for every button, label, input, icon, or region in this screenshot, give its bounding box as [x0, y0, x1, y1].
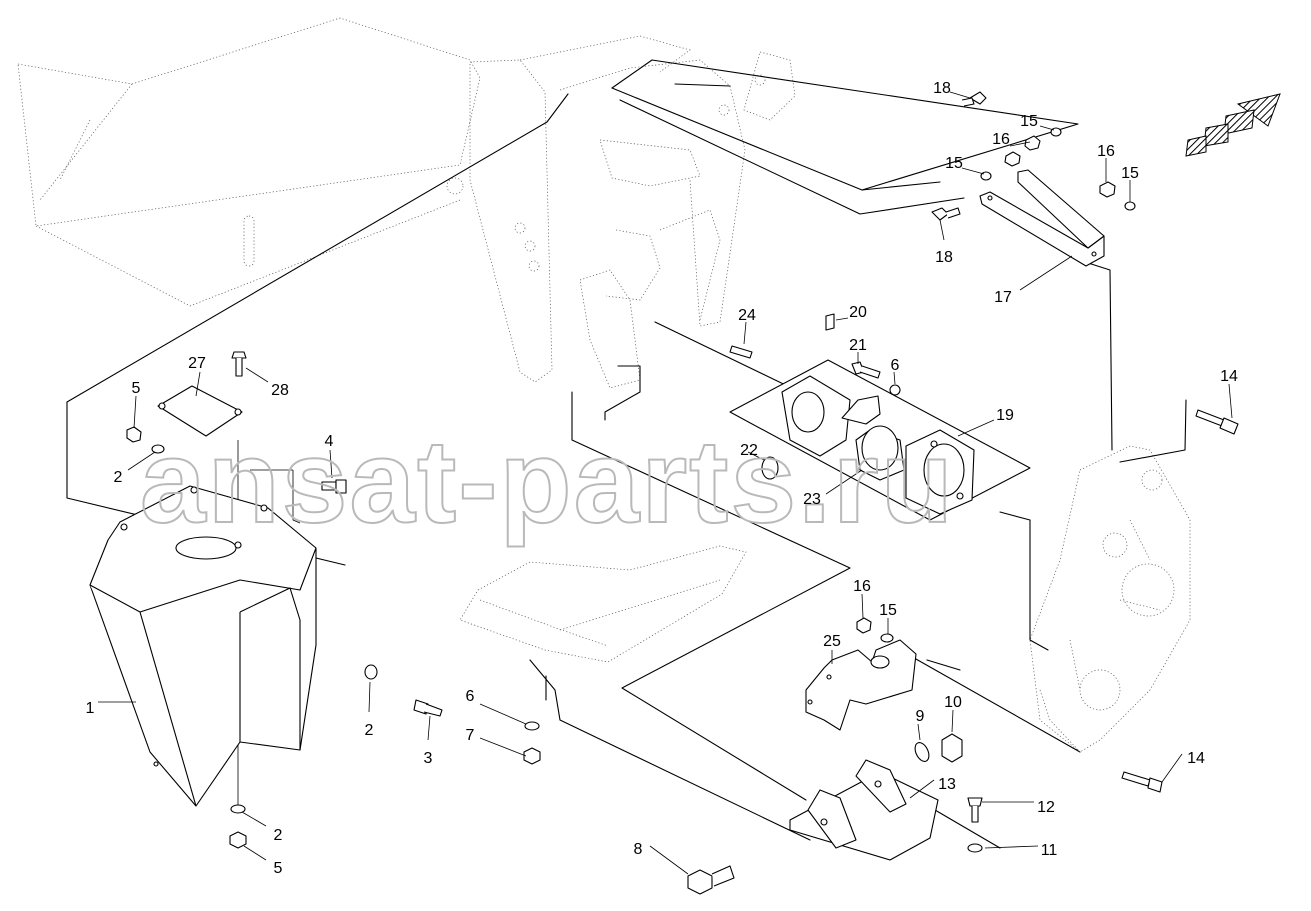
part-27-plate: [157, 385, 243, 437]
callout-c14b: 14: [1187, 750, 1205, 767]
callout-leaders: [98, 91, 1233, 875]
callout-c17: 17: [994, 289, 1012, 306]
callout-c2a: 2: [114, 469, 123, 486]
callout-c23: 23: [803, 491, 821, 508]
callout-labels: 1222345566789101112131414151515151616161…: [86, 80, 1238, 877]
callout-c19: 19: [996, 407, 1014, 424]
callout-c10: 10: [944, 694, 962, 711]
callout-c6a: 6: [466, 688, 475, 705]
callout-c15a: 15: [1020, 113, 1038, 130]
callout-c27: 27: [188, 355, 206, 372]
callout-c16b: 16: [1097, 143, 1115, 160]
part-1-guard: [89, 485, 317, 807]
callout-c8: 8: [634, 841, 643, 858]
callout-c1: 1: [86, 700, 95, 717]
callout-c15d: 15: [879, 602, 897, 619]
watermark: ansat-parts.ru: [140, 416, 955, 548]
part-13-mount: [789, 759, 939, 861]
callout-c13: 13: [938, 776, 956, 793]
callout-c16a: 16: [992, 131, 1010, 148]
callout-c20: 20: [849, 304, 867, 321]
assembly-lines: [66, 59, 1187, 849]
callout-c7: 7: [466, 727, 475, 744]
callout-c25: 25: [823, 633, 841, 650]
part-17-bracket: [979, 169, 1105, 267]
callout-c9: 9: [916, 708, 925, 725]
callout-c28: 28: [271, 382, 289, 399]
callout-c5a: 5: [132, 380, 141, 397]
engine-flange: [1039, 689, 1081, 753]
callout-c2c: 2: [274, 827, 283, 844]
part-25-bracket: [805, 639, 917, 731]
callout-c21: 21: [849, 337, 867, 354]
callout-c16c: 16: [853, 578, 871, 595]
callout-c11: 11: [1041, 842, 1058, 859]
callout-c15b: 15: [945, 155, 963, 172]
callout-c18a: 18: [933, 80, 951, 97]
direction-arrow-icon: [1185, 93, 1281, 157]
callout-c2b: 2: [365, 722, 374, 739]
callout-c22: 22: [740, 442, 758, 459]
callout-c5b: 5: [274, 860, 283, 877]
callout-c12: 12: [1037, 799, 1055, 816]
callout-c4: 4: [325, 433, 334, 450]
hardware: [126, 91, 1239, 895]
callout-c24: 24: [738, 307, 756, 324]
callout-c15c: 15: [1121, 165, 1139, 182]
callout-c6b: 6: [891, 357, 900, 374]
callout-c3: 3: [424, 750, 433, 767]
callout-c18b: 18: [935, 249, 953, 266]
part-28-bolt: [231, 351, 247, 377]
callout-c14a: 14: [1220, 368, 1238, 385]
coupling-assembly: [729, 359, 1031, 521]
